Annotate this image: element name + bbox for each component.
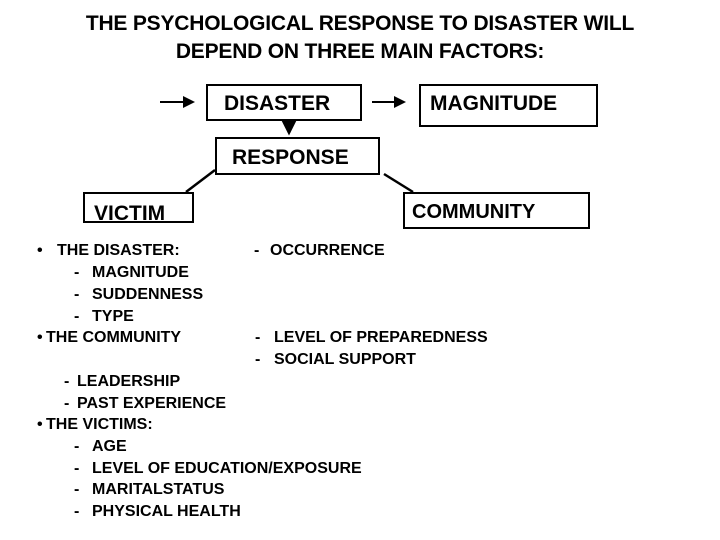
victims-heading: THE VICTIMS:	[46, 416, 153, 433]
disaster-heading: THE DISASTER:	[57, 242, 180, 259]
community-side-item: LEVEL OF PREPAREDNESS	[274, 329, 488, 346]
community-box: COMMUNITY	[403, 192, 590, 229]
dash-icon: -	[64, 395, 70, 412]
magnitude-label: MAGNITUDE	[430, 92, 558, 115]
dash-icon: -	[255, 351, 261, 368]
disaster-item: SUDDENNESS	[92, 286, 204, 303]
victim-box: VICTIM	[83, 192, 194, 225]
victims-item: LEVEL OF EDUCATION/EXPOSURE	[92, 460, 362, 477]
bullet-icon: •	[37, 242, 43, 259]
title-line-1: THE PSYCHOLOGICAL RESPONSE TO DISASTER W…	[85, 12, 635, 35]
disaster-box: DISASTER	[206, 84, 362, 121]
dash-icon: -	[74, 308, 80, 325]
disaster-item: TYPE	[92, 308, 134, 325]
dash-icon: -	[74, 438, 80, 455]
response-box: RESPONSE	[215, 137, 380, 175]
disaster-label: DISASTER	[224, 92, 331, 115]
community-side-item: SOCIAL SUPPORT	[274, 351, 416, 368]
victims-item: MARITALSTATUS	[92, 481, 225, 498]
bullet-icon: •	[37, 416, 43, 433]
community-item: PAST EXPERIENCE	[77, 395, 227, 412]
magnitude-box: MAGNITUDE	[419, 84, 598, 127]
dash-icon: -	[255, 329, 261, 346]
victims-item: PHYSICAL HEALTH	[92, 503, 241, 520]
victims-item: AGE	[92, 438, 127, 455]
dash-icon: -	[74, 460, 80, 477]
line-response-to-victim	[185, 169, 216, 193]
title-line-2: DEPEND ON THREE MAIN FACTORS:	[175, 40, 545, 63]
community-label: COMMUNITY	[412, 201, 536, 223]
slide-title: THE PSYCHOLOGICAL RESPONSE TO DISASTER W…	[0, 10, 720, 66]
victim-label: VICTIM	[94, 202, 166, 225]
line-response-to-community	[383, 172, 414, 194]
disaster-side-item: OCCURRENCE	[270, 242, 385, 259]
dash-icon: -	[74, 286, 80, 303]
dash-icon: -	[254, 242, 260, 259]
community-heading: THE COMMUNITY	[46, 329, 182, 346]
bullet-icon: •	[37, 329, 43, 346]
dash-icon: -	[74, 503, 80, 520]
response-label: RESPONSE	[232, 146, 349, 169]
dash-icon: -	[74, 264, 80, 281]
dash-icon: -	[74, 481, 80, 498]
community-item: LEADERSHIP	[77, 373, 181, 390]
dash-icon: -	[64, 373, 70, 390]
disaster-item: MAGNITUDE	[92, 264, 189, 281]
